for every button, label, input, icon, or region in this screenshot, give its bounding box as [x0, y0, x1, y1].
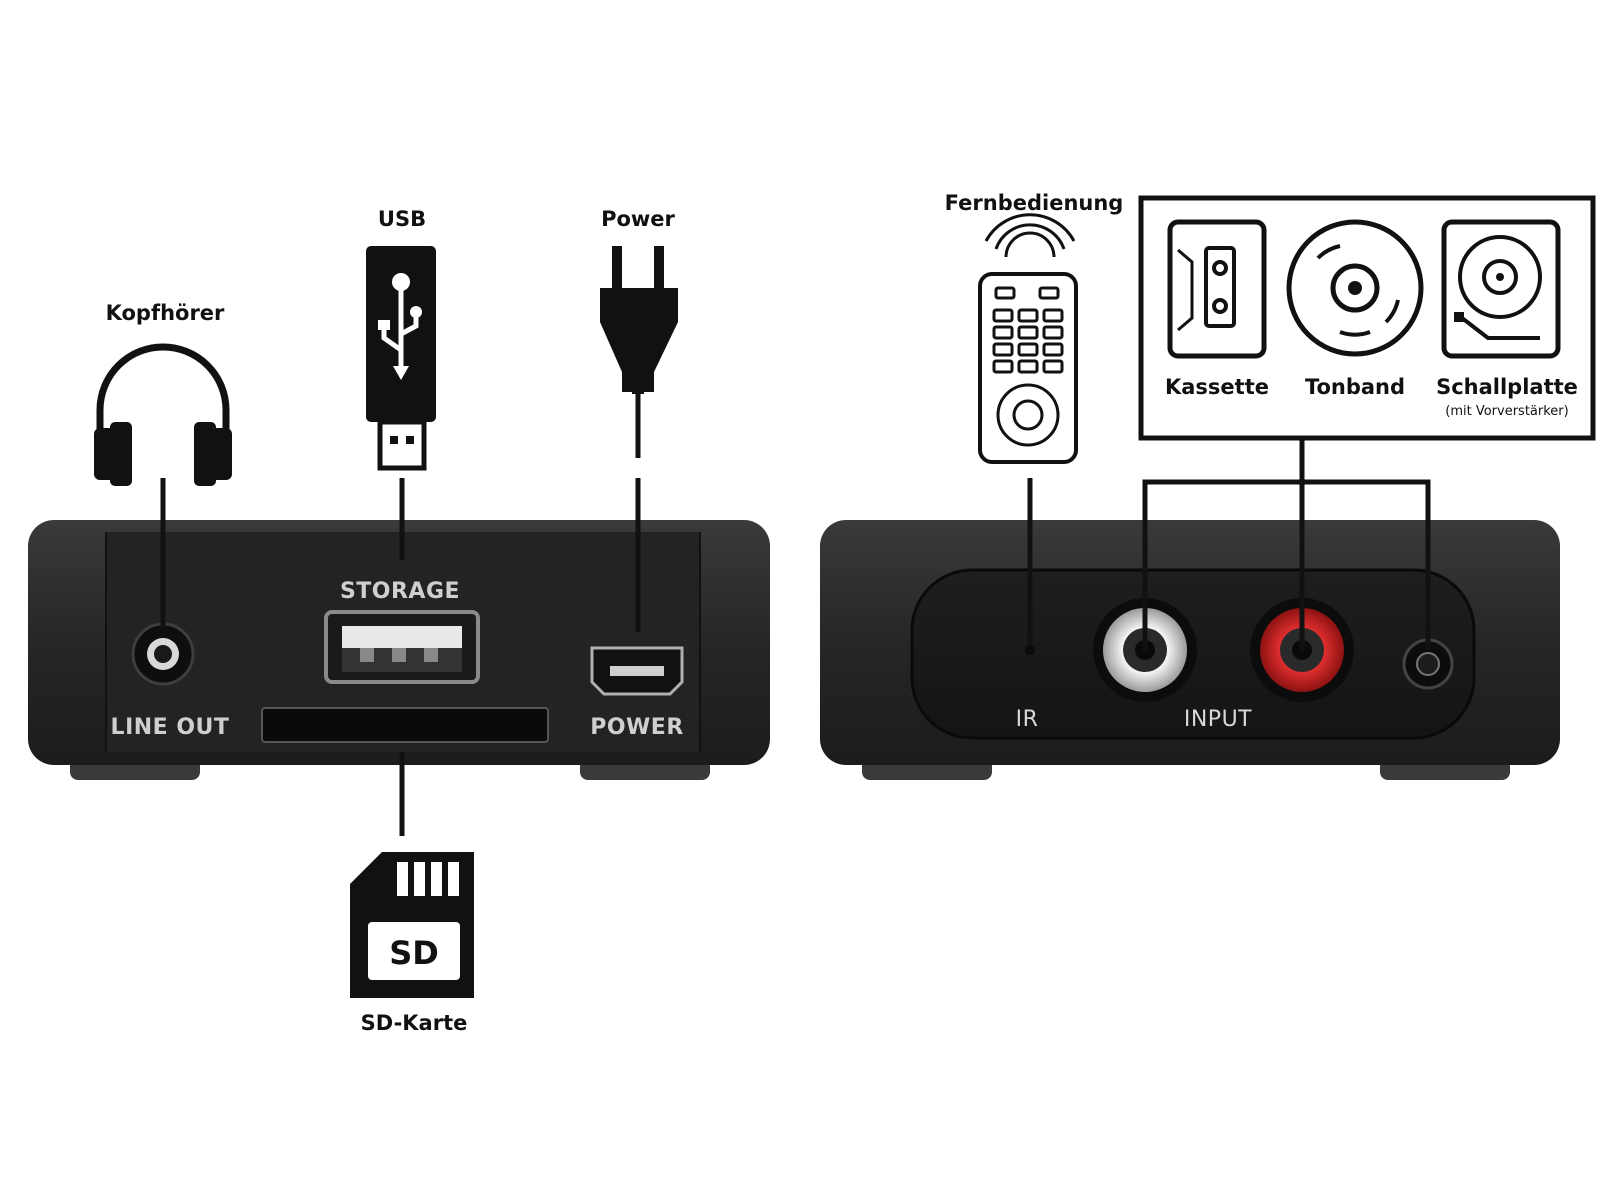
storage-label: STORAGE: [340, 579, 460, 604]
sd-card-icon: SD: [350, 852, 474, 998]
ir-label: IR: [1016, 707, 1039, 732]
kopfhoerer-label: Kopfhörer: [106, 301, 225, 325]
usb-port: [324, 610, 480, 684]
fernbedienung-label: Fernbedienung: [945, 191, 1124, 215]
line-out-jack: [131, 622, 195, 686]
line-out-label: LINE OUT: [111, 715, 230, 740]
line-input-bracket: [1142, 479, 1431, 650]
usb-label: USB: [378, 207, 426, 231]
power-port: [590, 646, 684, 696]
tonband-label: Tonband: [1305, 375, 1405, 399]
kassette-label: Kassette: [1165, 375, 1269, 399]
headphones-icon: [94, 343, 232, 486]
usb-stick-icon: [366, 246, 436, 471]
device-back: IR INPUT: [820, 520, 1560, 780]
schallplatte-sub-label: (mit Vorverstärker): [1445, 404, 1568, 419]
remote-control-icon: [978, 213, 1078, 464]
sd-card-slot: [261, 707, 549, 743]
power-port-label: POWER: [590, 715, 684, 740]
ir-receiver: [1025, 645, 1035, 655]
sources-box: [1138, 195, 1596, 441]
cassette-icon: [1167, 219, 1267, 359]
sd-karte-label: SD-Karte: [361, 1011, 468, 1035]
power-plug-icon: [600, 246, 678, 394]
power-label: Power: [601, 207, 675, 231]
input-label: INPUT: [1184, 707, 1252, 732]
turntable-icon: [1441, 219, 1561, 359]
schallplatte-label: Schallplatte: [1436, 375, 1578, 399]
sd-icon-text: SD: [389, 934, 439, 972]
aux-input-jack: [1402, 638, 1454, 690]
device-front: STORAGE LINE OUT POWER: [28, 520, 770, 780]
tape-reel-icon: [1286, 219, 1424, 357]
connector-lines: [160, 392, 1431, 836]
